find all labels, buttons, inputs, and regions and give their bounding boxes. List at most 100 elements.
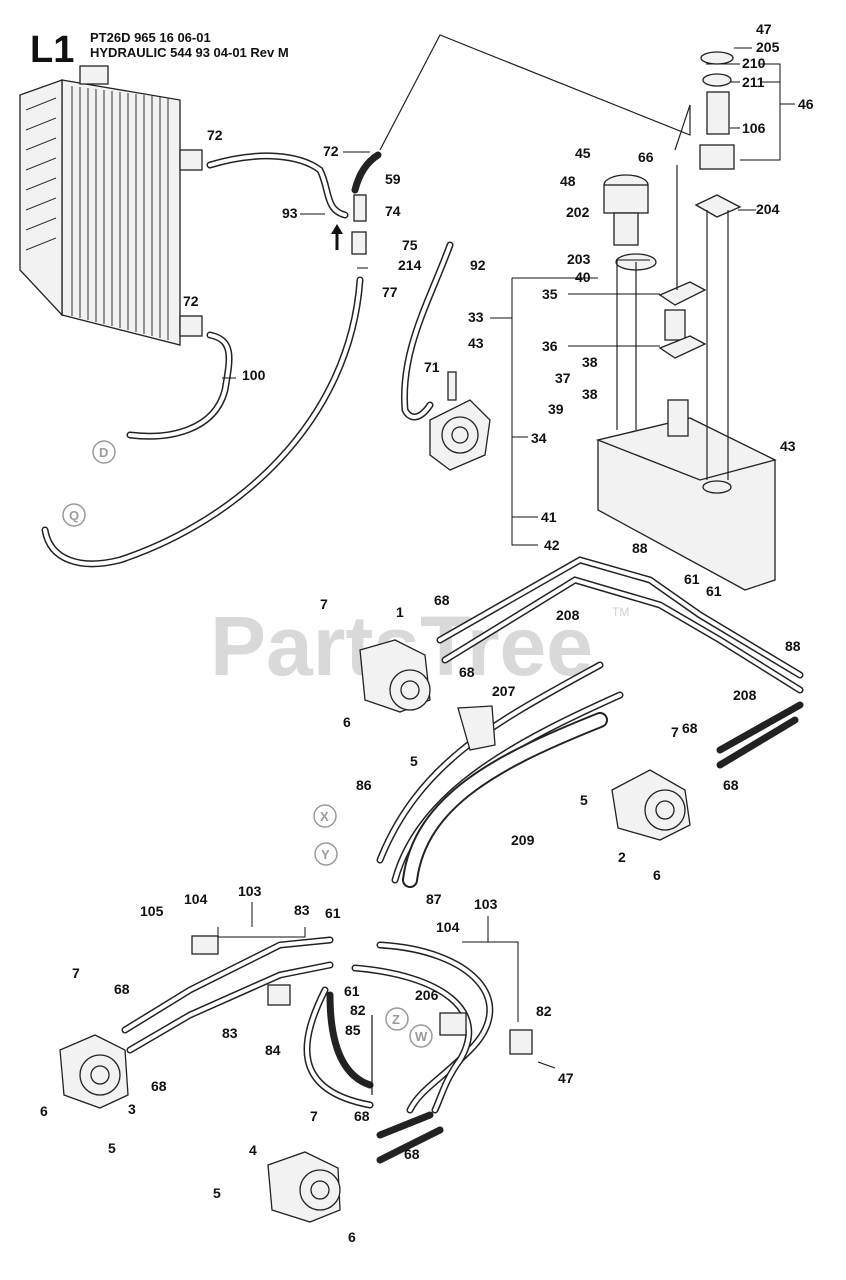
callout-47[interactable]: 47: [756, 21, 772, 37]
callout-66[interactable]: 66: [638, 149, 654, 165]
callout-61-left[interactable]: 61: [684, 571, 700, 587]
callout-3[interactable]: 3: [128, 1101, 136, 1117]
callout-83-upper[interactable]: 83: [294, 902, 310, 918]
callout-204[interactable]: 204: [756, 201, 780, 217]
connection-labels: D Q X Y Z W: [62, 440, 433, 1048]
label-circle-q: [62, 503, 86, 527]
callout-6-upper[interactable]: 6: [343, 714, 351, 730]
leader-lines: [217, 47, 795, 1069]
callout-33[interactable]: 33: [468, 309, 484, 325]
callout-6-lower-left[interactable]: 6: [40, 1103, 48, 1119]
callout-68-mid[interactable]: 68: [459, 664, 475, 680]
callout-35[interactable]: 35: [542, 286, 558, 302]
callout-207[interactable]: 207: [492, 683, 516, 699]
callout-7-lower-left[interactable]: 7: [72, 965, 80, 981]
callout-45[interactable]: 45: [575, 145, 591, 161]
callout-68-upper[interactable]: 68: [434, 592, 450, 608]
callout-6-bottom[interactable]: 6: [348, 1229, 356, 1245]
callout-5-upper[interactable]: 5: [410, 753, 418, 769]
callout-104-left[interactable]: 104: [184, 891, 208, 907]
callout-202[interactable]: 202: [566, 204, 590, 220]
upper-hoses: [41, 34, 691, 568]
label-d: D: [99, 445, 108, 460]
page-code: L1: [30, 29, 74, 71]
callout-42[interactable]: 42: [544, 537, 560, 553]
callout-4[interactable]: 4: [249, 1142, 257, 1158]
label-circle-y: [314, 842, 338, 866]
callout-105[interactable]: 105: [140, 903, 164, 919]
callout-7-right[interactable]: 7: [671, 724, 679, 740]
callout-40[interactable]: 40: [575, 269, 591, 285]
label-w: W: [415, 1029, 428, 1044]
callout-61-bottom[interactable]: 61: [344, 983, 360, 999]
callout-209[interactable]: 209: [511, 832, 535, 848]
callout-1[interactable]: 1: [396, 604, 404, 620]
callout-68-right-top[interactable]: 68: [682, 720, 698, 736]
callout-36[interactable]: 36: [542, 338, 558, 354]
callout-103-right[interactable]: 103: [474, 896, 498, 912]
callout-88-right[interactable]: 88: [785, 638, 801, 654]
callout-7-bottom[interactable]: 7: [310, 1108, 318, 1124]
callout-6-right[interactable]: 6: [653, 867, 661, 883]
callout-43-left[interactable]: 43: [468, 335, 484, 351]
callout-211[interactable]: 211: [742, 74, 765, 90]
callout-43-right[interactable]: 43: [780, 438, 796, 454]
callout-37[interactable]: 37: [555, 370, 571, 386]
callout-103-left[interactable]: 103: [238, 883, 262, 899]
pump-drawing: [429, 371, 491, 471]
model-line: PT26D 965 16 06-01: [90, 30, 211, 45]
label-y: Y: [321, 847, 330, 862]
callout-72-middle[interactable]: 72: [323, 143, 339, 159]
callout-72-bottom[interactable]: 72: [183, 293, 199, 309]
callout-87[interactable]: 87: [426, 891, 442, 907]
callout-39[interactable]: 39: [548, 401, 564, 417]
callout-205[interactable]: 205: [756, 39, 780, 55]
callout-59[interactable]: 59: [385, 171, 401, 187]
callout-84[interactable]: 84: [265, 1042, 281, 1058]
callout-47-lower[interactable]: 47: [558, 1070, 574, 1086]
callout-203[interactable]: 203: [567, 251, 591, 267]
callout-2[interactable]: 2: [618, 849, 626, 865]
callout-61-right[interactable]: 61: [706, 583, 722, 599]
callout-100[interactable]: 100: [242, 367, 266, 383]
callout-5-lower-left[interactable]: 5: [108, 1140, 116, 1156]
callout-93[interactable]: 93: [282, 205, 298, 221]
callout-214[interactable]: 214: [398, 257, 422, 273]
callout-48[interactable]: 48: [560, 173, 576, 189]
callout-83-lower[interactable]: 83: [222, 1025, 238, 1041]
callout-72-top[interactable]: 72: [207, 127, 223, 143]
callout-74[interactable]: 74: [385, 203, 401, 219]
callout-5-bottom[interactable]: 5: [213, 1185, 221, 1201]
callout-68-lower-mid[interactable]: 68: [151, 1078, 167, 1094]
callout-208-upper[interactable]: 208: [556, 607, 580, 623]
callout-68-lower-left[interactable]: 68: [114, 981, 130, 997]
callout-106[interactable]: 106: [742, 120, 766, 136]
callout-75[interactable]: 75: [402, 237, 418, 253]
callout-92[interactable]: 92: [470, 257, 486, 273]
callout-88-top[interactable]: 88: [632, 540, 648, 556]
callout-104-right[interactable]: 104: [436, 919, 460, 935]
callout-68-bottom-top[interactable]: 68: [354, 1108, 370, 1124]
callout-38-upper[interactable]: 38: [582, 354, 598, 370]
callout-68-right-bottom[interactable]: 68: [723, 777, 739, 793]
callout-38-lower[interactable]: 38: [582, 386, 598, 402]
callout-82-left[interactable]: 82: [350, 1002, 366, 1018]
callout-85[interactable]: 85: [345, 1022, 361, 1038]
callout-41[interactable]: 41: [541, 509, 557, 525]
callout-206[interactable]: 206: [415, 987, 439, 1003]
callout-5-right[interactable]: 5: [580, 792, 588, 808]
callout-86[interactable]: 86: [356, 777, 372, 793]
callout-210[interactable]: 210: [742, 55, 766, 71]
callout-68-bottom[interactable]: 68: [404, 1146, 420, 1162]
callout-7-upper[interactable]: 7: [320, 596, 328, 612]
callout-82-right[interactable]: 82: [536, 1003, 552, 1019]
callout-34[interactable]: 34: [531, 430, 547, 446]
label-z: Z: [392, 1012, 400, 1027]
callout-208-right[interactable]: 208: [733, 687, 757, 703]
callout-71[interactable]: 71: [424, 359, 440, 375]
callout-46[interactable]: 46: [798, 96, 814, 112]
callout-77[interactable]: 77: [382, 284, 398, 300]
tank-and-filters: [595, 51, 777, 591]
callout-61-lower[interactable]: 61: [325, 905, 341, 921]
